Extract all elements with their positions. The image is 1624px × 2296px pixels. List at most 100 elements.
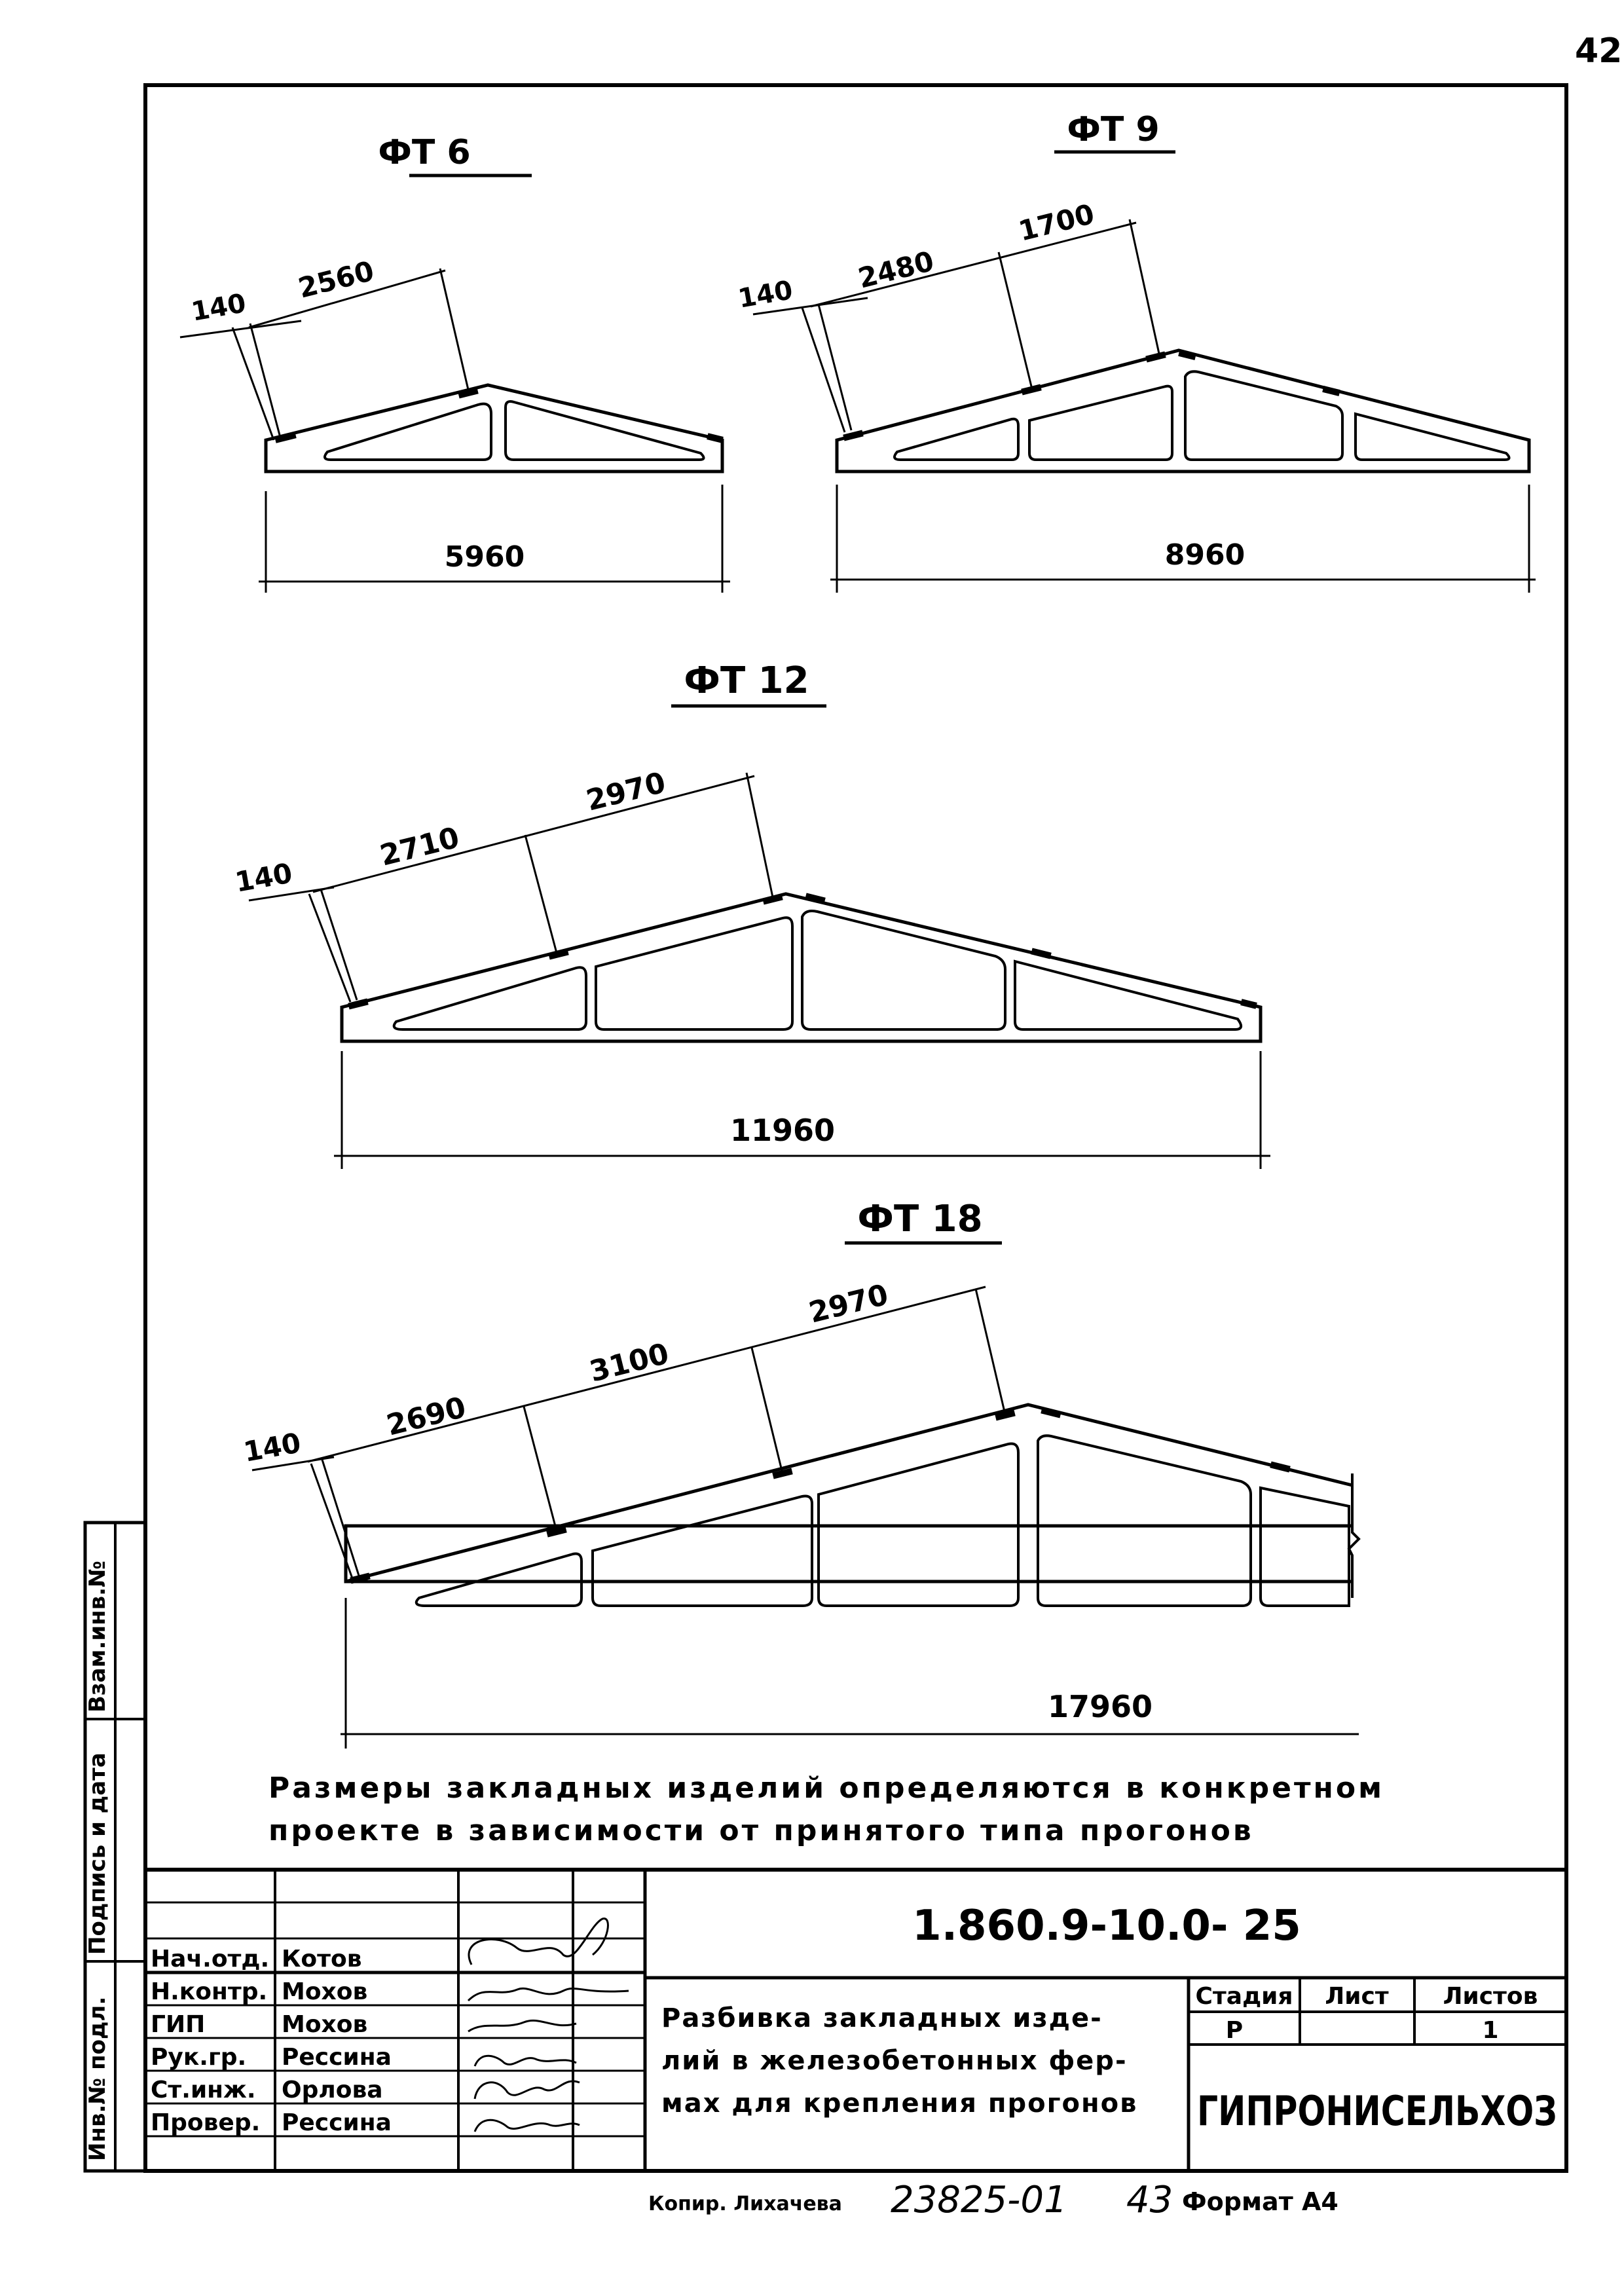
embedded-plate (458, 387, 479, 399)
truss-panel (1028, 384, 1173, 461)
extension-line (320, 889, 358, 1001)
person-name: Орлова (282, 2077, 383, 2103)
extension-line (817, 304, 853, 431)
signature-image (468, 2019, 577, 2033)
extension-line (310, 1463, 354, 1579)
dim-line (312, 775, 755, 893)
span-label: 8960 (1165, 538, 1245, 572)
embedded-plate (350, 1572, 371, 1584)
signature-image (473, 2080, 580, 2100)
signature-image (473, 2119, 580, 2132)
dim-line (179, 320, 302, 339)
dim-label: 140 (241, 1426, 303, 1468)
dim-label: 140 (232, 857, 295, 898)
dim-label: 2690 (383, 1391, 469, 1443)
extension-line (308, 893, 352, 1003)
sheet-ref: 43 (1126, 2179, 1173, 2221)
span-label: 17960 (1048, 1689, 1153, 1724)
span-label: 5960 (445, 540, 525, 574)
dim-line (752, 297, 868, 316)
embedded-plate (1270, 1461, 1291, 1473)
truss-panel (1259, 1486, 1350, 1607)
person-name: Котов (282, 1946, 362, 1972)
sheets-value: 1 (1482, 2017, 1498, 2044)
embedded-plate (1041, 1407, 1061, 1418)
break-line (1347, 1473, 1361, 1598)
embedded-plate (1031, 948, 1052, 959)
dim-label: 140 (189, 288, 248, 327)
dim-label: 2560 (295, 255, 377, 305)
role-label: Рук.гр. (151, 2044, 246, 2071)
dim-label: 2480 (855, 245, 937, 295)
organization-name: ГИПРОНИСЕЛЬХОЗ (1197, 2087, 1557, 2135)
truss-panel (801, 910, 1006, 1031)
extension-line (439, 268, 470, 390)
embedded-plate (548, 948, 569, 960)
title-block: Нач.отд. Котов Н.контр. Мохов ГИП Мохов … (145, 1868, 1566, 2171)
truss-body (264, 383, 724, 473)
dim-label: 1700 (1016, 198, 1098, 248)
truss-title: ФТ 18 (857, 1198, 982, 1240)
extension-line (997, 251, 1033, 387)
inventory-number: 23825-01 (891, 2179, 1067, 2221)
truss-panel (415, 1552, 583, 1607)
truss-panel (893, 417, 1020, 461)
signature-image (468, 1917, 609, 1965)
stage-header: Стадия (1196, 1983, 1293, 2010)
embedded-plate (1240, 999, 1257, 1009)
truss-panel (1014, 959, 1243, 1031)
embedded-plate (843, 430, 864, 441)
truss-ft9: ФТ 9 140 2480 1700 8960 (736, 110, 1536, 593)
truss-panel (1184, 370, 1344, 461)
dim-label: 140 (736, 275, 795, 314)
truss-ft6: ФТ 6 140 2560 5960 (179, 133, 730, 593)
inv-podl-label: Инв.№ подл. (84, 1997, 111, 2161)
truss-panel (591, 1494, 813, 1607)
span-label: 11960 (730, 1113, 835, 1148)
side-stamp: Инв.№ подл. Подпись и дата Взам.инв.№ (83, 1521, 147, 2173)
sheet-header: Лист (1325, 1983, 1388, 2010)
copy-label: Копир. Лихачева (648, 2193, 842, 2215)
signature-image (473, 2054, 577, 2067)
truss-panel (817, 1442, 1020, 1607)
truss-top-chord (345, 1403, 1353, 1583)
embedded-plate (995, 1409, 1016, 1421)
extension-line (974, 1288, 1006, 1415)
truss-panel (1354, 412, 1511, 461)
sheet-title-line: мах для крепления прогонов (661, 2088, 1137, 2119)
dim-line (810, 221, 1137, 308)
embedded-plate (707, 433, 724, 443)
extension-line (231, 327, 275, 441)
embedded-plate (546, 1526, 567, 1538)
sheets-header: Листов (1443, 1983, 1538, 2010)
format-label: Формат А4 (1182, 2187, 1338, 2216)
stage-value: Р (1226, 2017, 1243, 2044)
extension-line (249, 323, 282, 438)
sheet-title-line: лий в железобетонных фер- (661, 2046, 1128, 2076)
role-label: Ст.инж. (151, 2077, 256, 2103)
embedded-plate (805, 893, 826, 904)
extension-line (745, 772, 774, 898)
dim-label: 3100 (586, 1337, 672, 1389)
extension-line (523, 1406, 558, 1532)
extension-line (1128, 219, 1160, 354)
truss-panel (323, 402, 492, 461)
note-line-1: Размеры закладных изделий определяются в… (268, 1771, 1384, 1805)
person-name: Мохов (282, 1978, 367, 2005)
dim-line (248, 269, 446, 329)
role-label: Провер. (151, 2109, 260, 2136)
embedded-plate (274, 432, 297, 443)
embedded-plate (1322, 386, 1340, 396)
truss-body (835, 348, 1531, 473)
dim-label: 2710 (377, 821, 462, 873)
dim-line (307, 1286, 986, 1463)
person-name: Рессина (282, 2044, 392, 2071)
embedded-plate (1021, 384, 1042, 396)
truss-body (340, 892, 1263, 1043)
truss-panel (392, 966, 587, 1031)
truss-body (344, 1524, 1352, 1583)
extension-line (801, 307, 846, 433)
truss-ft18: ФТ 18 140 2690 3100 2970 17960 (241, 1198, 1361, 1749)
signature-image (467, 1987, 629, 2002)
podpis-data-label: Подпись и дата (84, 1752, 111, 1955)
